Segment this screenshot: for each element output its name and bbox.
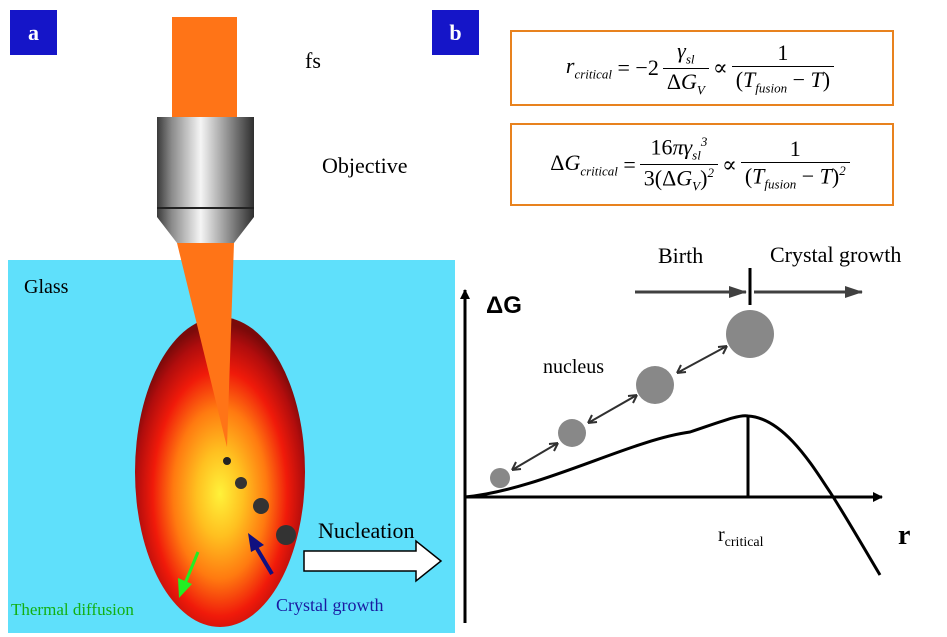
right-arrow-icon (303, 539, 443, 583)
nucleus-circle (490, 468, 510, 488)
glass-label: Glass (24, 276, 69, 298)
crystal-growth-label-a: Crystal growth (276, 595, 384, 615)
nucleus-dot (253, 498, 269, 514)
y-axis-label: ΔG (486, 292, 522, 319)
thermal-diffusion-arrow (178, 551, 200, 598)
crystal-growth-label: Crystal growth (770, 242, 902, 267)
nucleus-circle (636, 366, 674, 404)
nucleus-circle (558, 419, 586, 447)
crystal-growth-arrow (248, 533, 274, 576)
r-critical-label: rcritical (718, 524, 764, 551)
nucleus-dot (235, 477, 247, 489)
objective-label: Objective (322, 153, 408, 178)
objective-icon (157, 117, 254, 243)
fs-laser-beam (172, 17, 237, 117)
free-energy-curve (464, 414, 882, 576)
birth-label: Birth (658, 243, 704, 268)
focusing-cone (177, 243, 234, 447)
nucleus-dot (223, 457, 231, 465)
panel-label-b: b (432, 10, 479, 55)
x-axis-label: r (898, 520, 911, 551)
double-arrow-icon (511, 345, 728, 471)
panel-label-a: a (10, 10, 57, 55)
heated-zone (135, 317, 305, 627)
r-critical-subscript: critical (724, 535, 764, 550)
nucleus-label: nucleus (543, 356, 605, 378)
r-critical-symbol: r (718, 524, 725, 546)
nucleus-circle (726, 310, 774, 358)
nucleation-label: Nucleation (318, 518, 415, 543)
nucleus-dot (276, 525, 296, 545)
fs-label: fs (305, 48, 321, 73)
thermal-diffusion-label: Thermal diffusion (11, 600, 134, 619)
